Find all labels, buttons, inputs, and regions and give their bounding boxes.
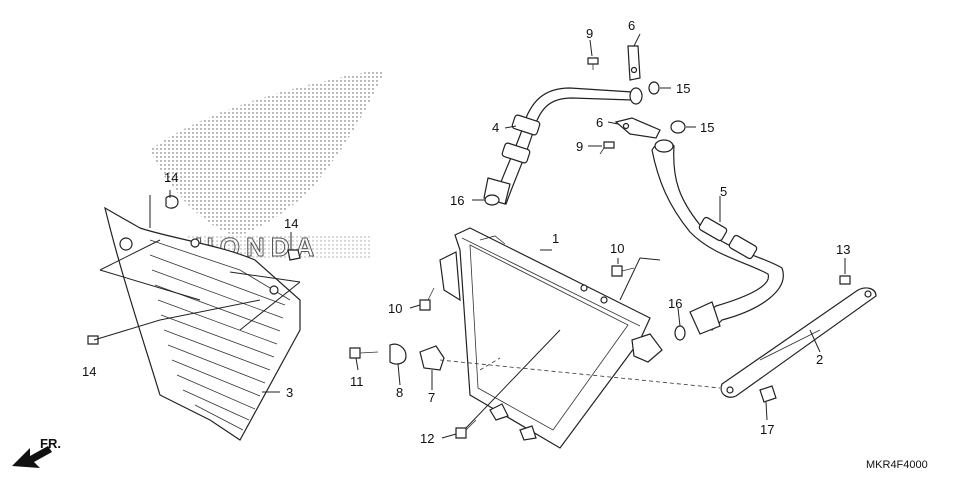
reference-lines: [439, 357, 721, 389]
diagram-code: MKR4F4000: [866, 459, 928, 471]
radiator-stay: [720, 287, 877, 398]
lower-radiator-hose: [651, 139, 784, 335]
callout-17: 17: [760, 422, 774, 437]
callout-14b: 14: [284, 216, 298, 231]
callout-9b: 9: [576, 139, 583, 154]
callout-6b: 6: [596, 115, 603, 130]
callout-8: 8: [396, 385, 403, 400]
callout-13: 13: [836, 242, 850, 257]
callout-15a: 15: [676, 81, 690, 96]
callout-7: 7: [428, 390, 435, 405]
callout-14c: 14: [82, 364, 96, 379]
fasteners: [87, 57, 851, 439]
callout-3: 3: [286, 385, 293, 400]
callout-5: 5: [720, 184, 727, 199]
callouts: 1 2 3 4 5 6 6 7 8 9 9 10 10 11 12 13 14 …: [82, 18, 850, 446]
front-arrow: FR.: [12, 436, 61, 468]
front-label: FR.: [40, 436, 61, 451]
callout-11: 11: [350, 374, 364, 389]
callout-6a: 6: [628, 18, 635, 33]
upper-radiator-hose: [483, 87, 643, 205]
hose-brackets: [614, 45, 661, 139]
callout-16a: 16: [450, 193, 464, 208]
callout-12: 12: [420, 431, 434, 446]
callout-16b: 16: [668, 296, 682, 311]
callout-10a: 10: [610, 241, 624, 256]
o-rings: [484, 81, 686, 341]
callout-14a: 14: [164, 170, 178, 185]
callout-10b: 10: [388, 301, 402, 316]
callout-1: 1: [552, 231, 559, 246]
callout-2: 2: [816, 352, 823, 367]
leader-lines: [93, 33, 846, 439]
radiator-core: [439, 227, 663, 449]
honda-wing-logo: HONDA: [150, 71, 384, 263]
radiator-shroud: [104, 206, 301, 441]
callout-9a: 9: [586, 26, 593, 41]
callout-4: 4: [492, 120, 499, 135]
callout-15b: 15: [700, 120, 714, 135]
